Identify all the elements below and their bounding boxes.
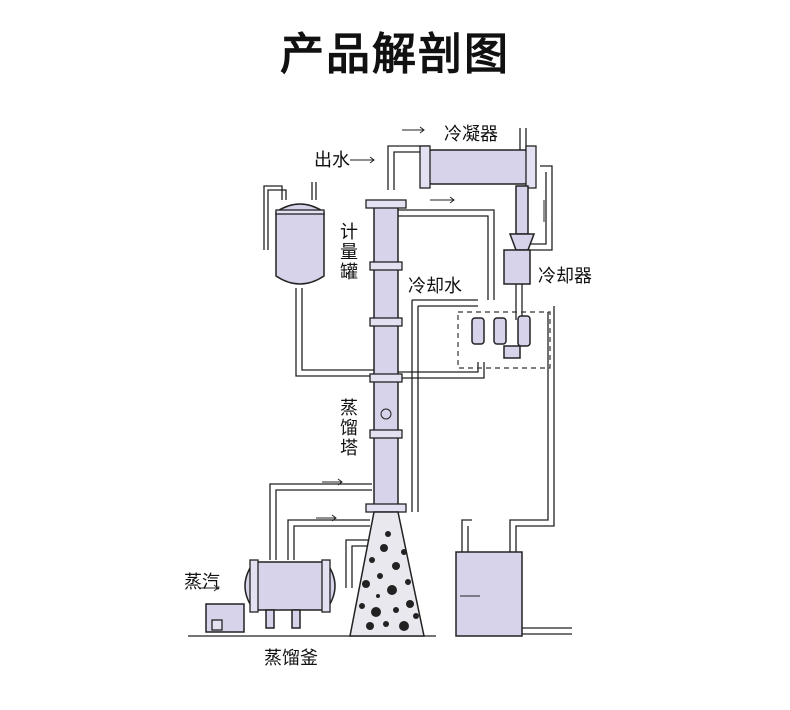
furnace-base bbox=[349, 511, 425, 637]
flow-arrows bbox=[200, 126, 545, 597]
label-meter-tank-2: 量 bbox=[340, 242, 358, 263]
label-column-1: 蒸 bbox=[340, 398, 358, 419]
condenser bbox=[419, 145, 537, 251]
label-cooling-water: 冷却水 bbox=[408, 276, 462, 297]
label-meter-tank-1: 计 bbox=[340, 222, 358, 243]
label-still: 蒸馏釜 bbox=[264, 648, 318, 669]
label-condenser: 冷凝器 bbox=[444, 124, 498, 145]
flowmeter-box bbox=[457, 311, 551, 369]
label-steam: 蒸汽 bbox=[184, 572, 220, 593]
label-column-3: 塔 bbox=[340, 438, 358, 459]
meter-tank bbox=[275, 203, 325, 285]
label-column-2: 馏 bbox=[340, 418, 358, 439]
pipework bbox=[188, 128, 572, 637]
label-meter-tank-3: 罐 bbox=[340, 262, 358, 283]
still-kettle bbox=[205, 559, 336, 633]
page-title: 产品解剖图 bbox=[280, 29, 510, 80]
label-water-out: 出水 bbox=[314, 150, 350, 171]
distillation-column bbox=[365, 199, 407, 513]
label-cooler: 冷却器 bbox=[538, 266, 592, 287]
cooler bbox=[503, 249, 531, 285]
receiver-tank bbox=[455, 551, 523, 637]
